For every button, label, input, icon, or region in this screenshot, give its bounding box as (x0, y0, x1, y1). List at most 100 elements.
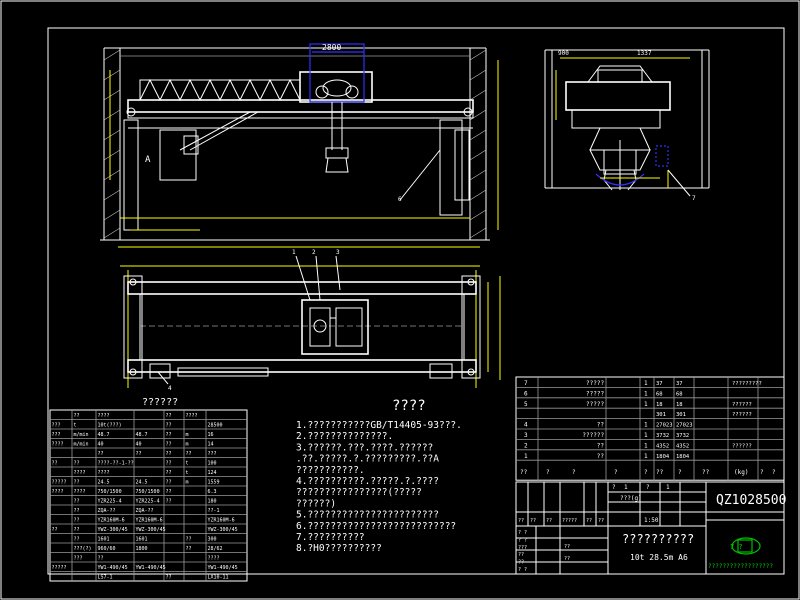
part-weight: 37 (676, 381, 683, 387)
spec-cell: ?? (166, 575, 172, 581)
spec-cell: ?? (74, 508, 80, 514)
front-elevation-view (100, 43, 499, 248)
spec-cell: ??? (74, 556, 83, 562)
parts-header-cell: ? (760, 469, 764, 476)
note-line-10: 6.?????????????????????????? (296, 521, 456, 532)
sign-label: ????? (562, 518, 577, 524)
plan-view-label: ?????? (142, 397, 178, 408)
spec-cell: ?? (166, 461, 172, 467)
note-line-4: .??.?????.?.?????????.??A (296, 454, 439, 465)
parts-header-cell: ? (614, 469, 618, 476)
side-dim-left: 900 (558, 50, 569, 57)
note-line-6: 4.??????????.?????.?.???? (296, 476, 439, 487)
callout-7: 7 (692, 195, 696, 202)
spec-cell: t (186, 470, 189, 476)
notes-title: ???? (392, 398, 426, 414)
part-material: 4352 (656, 443, 669, 449)
title-block (515, 481, 785, 575)
spec-cell: ?? (98, 556, 104, 562)
spec-cell: m (186, 432, 189, 438)
spec-cell: ?? (74, 527, 80, 533)
spec-cell: ???? (98, 470, 110, 476)
part-remark: ?????? (732, 412, 752, 418)
spec-cell: ?? (98, 451, 104, 457)
spec-cell: 10t(???) (98, 423, 122, 429)
part-material: 68 (656, 391, 663, 397)
parts-header-cell: ?? (520, 469, 528, 476)
spec-cell: ?? (166, 413, 172, 419)
part-weight: 27023 (676, 423, 693, 429)
spec-cell: 100 (208, 461, 217, 467)
scale-value: 1:50 (644, 517, 659, 524)
sign-label: ?? (598, 518, 604, 524)
mark-2: ? (646, 484, 650, 491)
spec-cell: ???? (74, 470, 86, 476)
spec-cell: 24.5 (98, 480, 110, 486)
spec-cell: 1601 (98, 537, 110, 543)
signature-labels: ??????????????? (518, 518, 604, 524)
part-qty: 1 (644, 422, 648, 429)
spec-cell: m (186, 442, 189, 448)
spec-cell: t (186, 461, 189, 467)
spec-cell: YW1-490/45 (208, 565, 238, 571)
part-name: ?? (597, 453, 605, 460)
parts-header-cell: ?? (702, 469, 710, 476)
part-name: ?? (597, 422, 605, 429)
note-line-8: ??????) (296, 498, 336, 509)
note-line-12: 8.?H0?????????? (296, 543, 382, 554)
part-qty: 1 (644, 442, 648, 449)
plan-callout-3: 3 (336, 249, 340, 256)
spec-cell: 48.7 (98, 432, 110, 438)
spec-cell: ????? (52, 480, 67, 486)
spec-cell: 124 (208, 470, 217, 476)
parts-header-cell: ? (678, 469, 682, 476)
spec-cell: YZR160M-6 (208, 518, 235, 524)
side-elevation-view (544, 49, 710, 197)
part-material: 27023 (656, 423, 673, 429)
part-name: ????? (586, 390, 604, 397)
drawing-name: ?????????? (622, 532, 694, 546)
spec-cell: ?? (186, 451, 192, 457)
sign-label: ?? (586, 518, 592, 524)
part-remark: ?????? (732, 402, 752, 408)
part-weight: 301 (676, 412, 686, 418)
spec-cell: ??? (52, 423, 61, 429)
part-qty: 1 (644, 453, 648, 460)
spec-cell: 300 (208, 537, 217, 543)
parts-header-cell: ?? (656, 469, 664, 476)
part-name: ????? (586, 380, 604, 387)
spec-cell: 6.3 (208, 489, 217, 495)
spec-cell: 24.5 (136, 480, 148, 486)
part-name: ?? (597, 442, 605, 449)
part-name: ????? (586, 401, 604, 408)
inner-frame (47, 27, 785, 575)
spec-cell: 14 (208, 442, 214, 448)
spec-cell: 1800 (136, 546, 148, 552)
callout-6: 6 (398, 196, 402, 203)
spec-cell: t (74, 423, 77, 429)
mark-3: 1 (666, 484, 670, 491)
spec-cell: m (186, 480, 189, 486)
sign-label: ?? (546, 518, 552, 524)
part-remark: ????????? (732, 381, 762, 387)
note-line-7: ????????????????(????? (296, 487, 422, 498)
section-a-label: A (145, 155, 151, 165)
spec-cell: 28/62 (208, 546, 223, 552)
spec-cell: m/min (74, 432, 89, 438)
part-weight: 3732 (676, 433, 689, 439)
spec-cell: ?? (74, 518, 80, 524)
spec-cell: 750/1500 (136, 489, 160, 495)
spec-cell: ??-1 (208, 508, 220, 514)
part-material: 1804 (656, 454, 670, 460)
company-name: ?????????????????? (708, 563, 773, 570)
parts-header-cell: ? (572, 469, 576, 476)
note-line-11: 7.?????????? (296, 532, 365, 543)
spec-cell: ?? (74, 537, 80, 543)
part-weight: 4352 (676, 443, 689, 449)
parts-header-cell: ? (546, 469, 550, 476)
part-qty: 1 (644, 380, 648, 387)
sign-label: ?? (518, 518, 524, 524)
